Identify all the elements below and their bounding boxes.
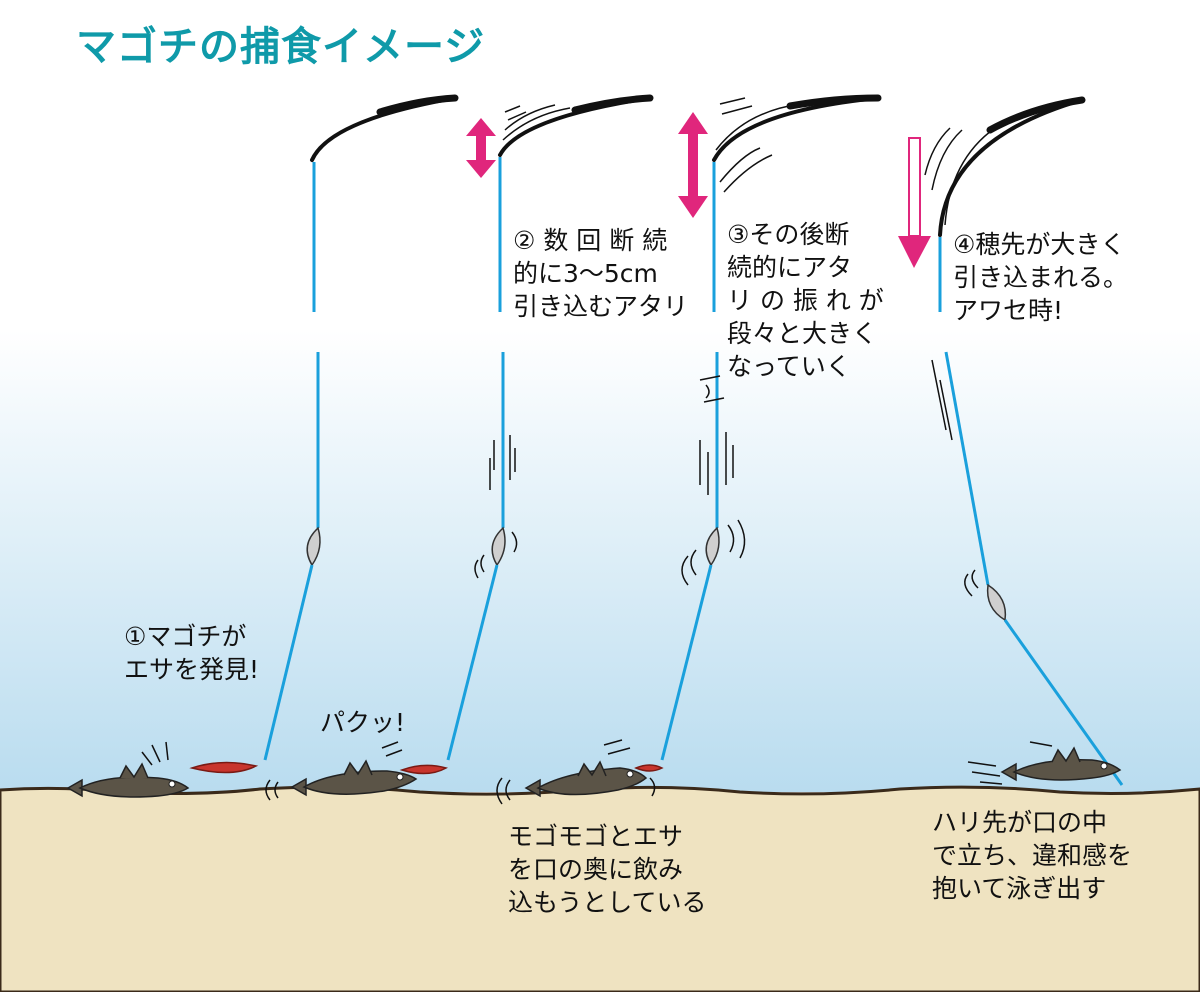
bait-1 <box>189 761 259 774</box>
scene-1 <box>263 94 459 761</box>
scene-4 <box>898 96 1124 786</box>
rod-1 <box>310 96 457 162</box>
line-4-lower <box>1003 619 1124 786</box>
line-1-lower <box>263 564 314 761</box>
down-arrow <box>898 137 931 268</box>
fish-4 <box>1000 746 1122 782</box>
exclamation-label: パクッ! <box>320 708 406 737</box>
step-1-caption: ①マゴチが エサを発見! <box>124 622 260 684</box>
fish-1 <box>66 762 190 798</box>
double-arrow-large <box>678 112 708 218</box>
line-3-lower <box>660 564 713 761</box>
fish-2 <box>290 759 418 797</box>
page-title: マゴチの捕食イメージ <box>76 24 486 70</box>
bait-2 <box>399 764 448 775</box>
step-3-caption: ③その後断 続的にアタ リ の 振 れ が 段々と大きく なっていく <box>727 220 884 381</box>
rod-4 <box>938 98 1084 237</box>
note-hook-set: ハリ先が口の中 で立ち、違和感を 抱いて泳ぎ出す <box>932 808 1133 903</box>
scene-2 <box>446 94 654 761</box>
scene-3 <box>660 94 882 761</box>
fish-3 <box>524 760 648 798</box>
water <box>0 330 1200 792</box>
bait-3 <box>634 764 664 772</box>
double-arrow-small <box>466 118 496 178</box>
note-swallowing: モゴモゴとエサ を口の奥に飲み 込もうとしている <box>508 822 707 917</box>
step-2-caption: ② 数 回 断 続 的に3〜5cm 引き込むアタリ <box>513 226 689 321</box>
line-4-mid <box>944 351 990 586</box>
line-2-lower <box>446 564 499 761</box>
step-4-caption: ④穂先が大きく 引き込まれる。 アワセ時! <box>953 230 1129 325</box>
